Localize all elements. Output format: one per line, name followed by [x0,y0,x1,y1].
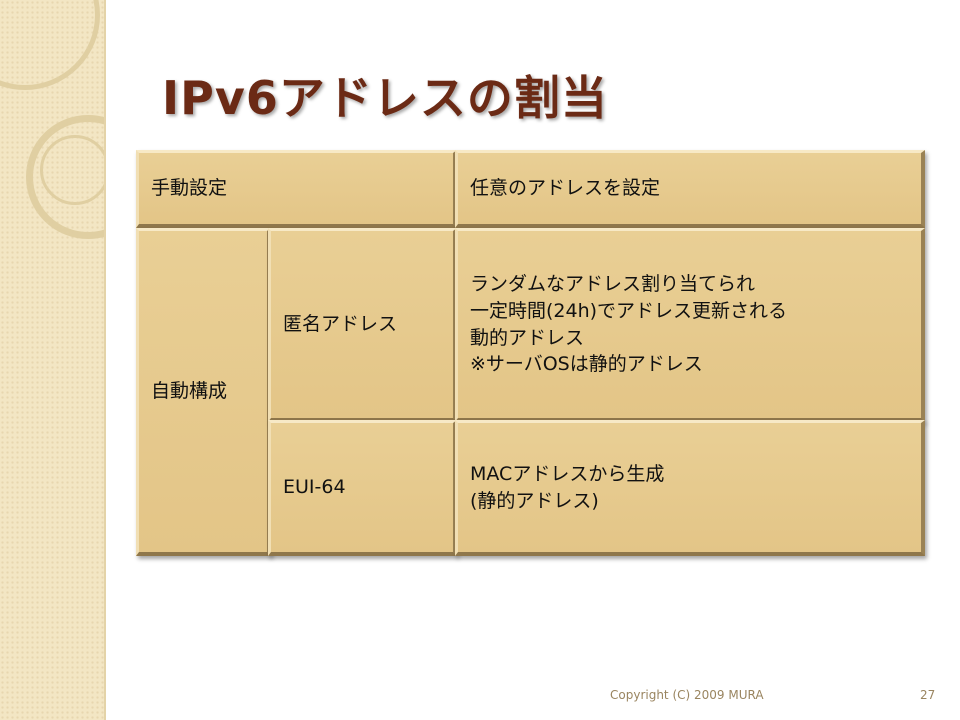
decorative-sidebar [0,0,106,720]
eui64-label-cell: EUI-64 [268,420,457,556]
eui64-desc-cell: MACアドレスから生成 (静的アドレス) [455,420,925,556]
page-number: 27 [920,688,936,702]
decorative-ring [0,0,100,90]
auto-config-label: 自動構成 [151,380,228,403]
eui64-desc: MACアドレスから生成 (静的アドレス) [470,462,665,512]
manual-config-desc-cell: 任意のアドレスを設定 [455,150,925,228]
anonymous-address-desc: ランダムなアドレス割り当てられ 一定時間(24h)でアドレス更新される 動的アド… [470,273,788,376]
sidebar-edge [104,0,106,720]
auto-config-label-cell: 自動構成 [136,228,271,556]
eui64-label: EUI-64 [283,476,346,499]
anonymous-address-desc-cell: ランダムなアドレス割り当てられ 一定時間(24h)でアドレス更新される 動的アド… [455,228,925,422]
slide-title: IPv6アドレスの割当 [162,71,608,125]
manual-config-desc: 任意のアドレスを設定 [470,177,661,200]
manual-config-label: 手動設定 [151,177,228,200]
manual-config-label-cell: 手動設定 [136,150,457,228]
anonymous-address-label: 匿名アドレス [283,313,398,336]
anonymous-address-label-cell: 匿名アドレス [268,228,457,422]
decorative-ring [40,135,106,205]
copyright-text: Copyright (C) 2009 MURA [610,688,764,702]
